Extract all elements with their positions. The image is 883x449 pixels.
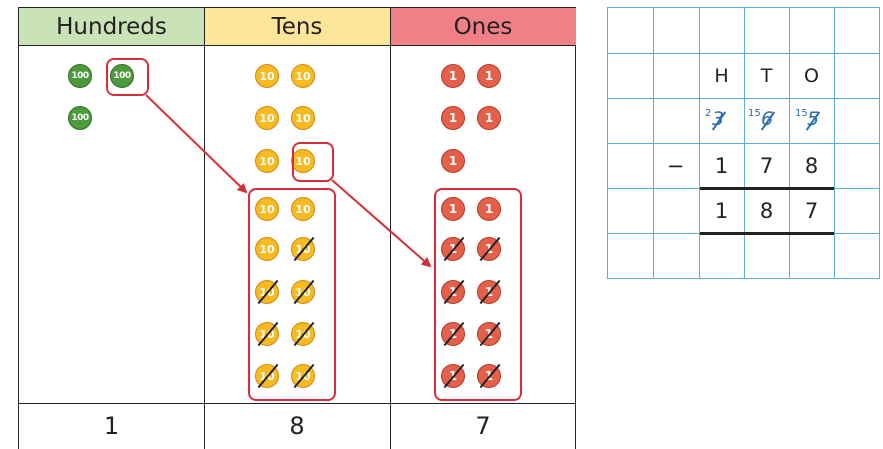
one-counter: 1 [441,106,465,130]
ten-counter-crossed: 10 [291,321,315,347]
hundreds-total: 1 [103,412,120,440]
ones-total: 7 [475,412,491,440]
ten-counter: 10 [291,197,315,221]
one-counter-crossed: 1 [477,321,501,347]
one-counter: 1 [441,149,465,173]
subtrahend-hundreds: 1 [714,153,729,178]
exchanged-hundred-box [106,58,149,96]
ten-counter: 10 [255,64,279,88]
place-value-chart: Hundreds Tens Ones 1 8 7 100 100 100 10 … [18,7,576,449]
one-counter-crossed: 1 [441,236,465,262]
exchanged-ten-box [292,142,334,182]
tens-header: Tens [204,8,390,46]
answer-ones: 7 [804,198,819,223]
column-method-grid: H T O 2 3 15 6 15 5 − 1 7 8 1 8 7 [607,7,880,279]
tens-total: 8 [289,412,305,440]
column-heading-t: T [760,64,773,87]
ten-counter: 10 [255,197,279,221]
ten-counter: 10 [255,237,279,261]
exchanged-hundreds-digit: 2 3 [699,98,744,143]
one-counter: 1 [441,64,465,88]
one-counter: 1 [441,197,465,221]
hundreds-header: Hundreds [19,8,204,46]
answer-tens: 8 [759,198,774,223]
subtrahend-tens: 7 [759,153,774,178]
column-divider [204,8,205,449]
one-counter-crossed: 1 [441,321,465,347]
ten-counter: 10 [255,149,279,173]
ten-counter-crossed: 10 [291,236,315,262]
hundred-counter: 100 [68,64,92,88]
grid-line [608,143,879,144]
one-counter-crossed: 1 [441,279,465,305]
answer-line-bottom [700,232,834,235]
exchanged-tens-group [248,188,336,401]
ten-counter-crossed: 10 [255,279,279,305]
one-counter: 1 [477,197,501,221]
hundred-counter: 100 [110,64,134,88]
one-counter: 1 [477,106,501,130]
hundred-counter: 100 [68,106,92,130]
one-counter: 1 [477,64,501,88]
grid-line [608,98,879,99]
exchanged-ones-group [434,188,522,401]
ten-counter-crossed: 10 [255,363,279,389]
one-counter-crossed: 1 [477,236,501,262]
one-counter-crossed: 1 [477,363,501,389]
ten-counter: 10 [291,106,315,130]
minus-sign: − [666,153,685,178]
ten-counter: 10 [291,64,315,88]
grid-line [608,53,879,54]
answer-hundreds: 1 [714,198,729,223]
ones-header: Ones [390,8,576,46]
column-heading-h: H [714,64,729,87]
ten-counter-crossed: 10 [291,279,315,305]
totals-divider [19,403,575,404]
subtrahend-ones: 8 [804,153,819,178]
ten-counter-crossed: 10 [255,321,279,347]
column-divider [390,8,391,449]
ten-counter: 10 [291,149,315,173]
answer-line-top [700,187,834,190]
exchanged-ones-digit: 15 5 [795,108,821,131]
ten-counter-crossed: 10 [291,363,315,389]
one-counter-crossed: 1 [477,279,501,305]
exchanged-tens-digit: 15 6 [744,98,789,143]
column-heading-o: O [804,64,819,87]
one-counter-crossed: 1 [441,363,465,389]
ten-counter: 10 [255,106,279,130]
